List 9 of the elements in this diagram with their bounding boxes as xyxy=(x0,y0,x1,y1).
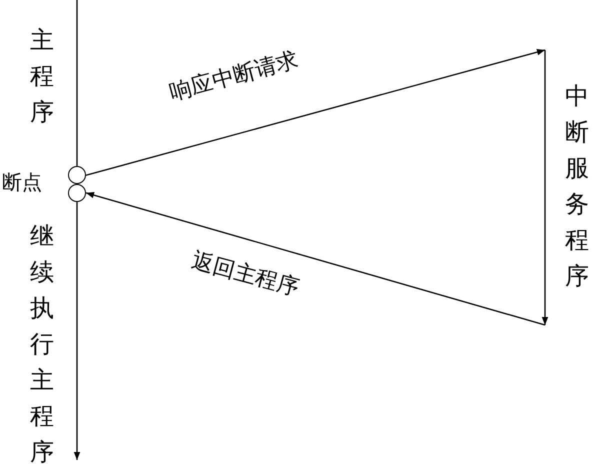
text-label: 断点 xyxy=(2,170,42,194)
arrow xyxy=(86,49,546,176)
arrow xyxy=(86,192,546,326)
node-text: 中断服务程序 xyxy=(565,81,589,292)
edge-label: 响应中断请求 xyxy=(166,47,302,107)
text-label: 主程序 xyxy=(30,25,54,128)
arrow xyxy=(74,202,80,460)
text-label: 继续执行主程序 xyxy=(30,221,54,464)
edge-label: 返回主程序 xyxy=(188,248,302,302)
